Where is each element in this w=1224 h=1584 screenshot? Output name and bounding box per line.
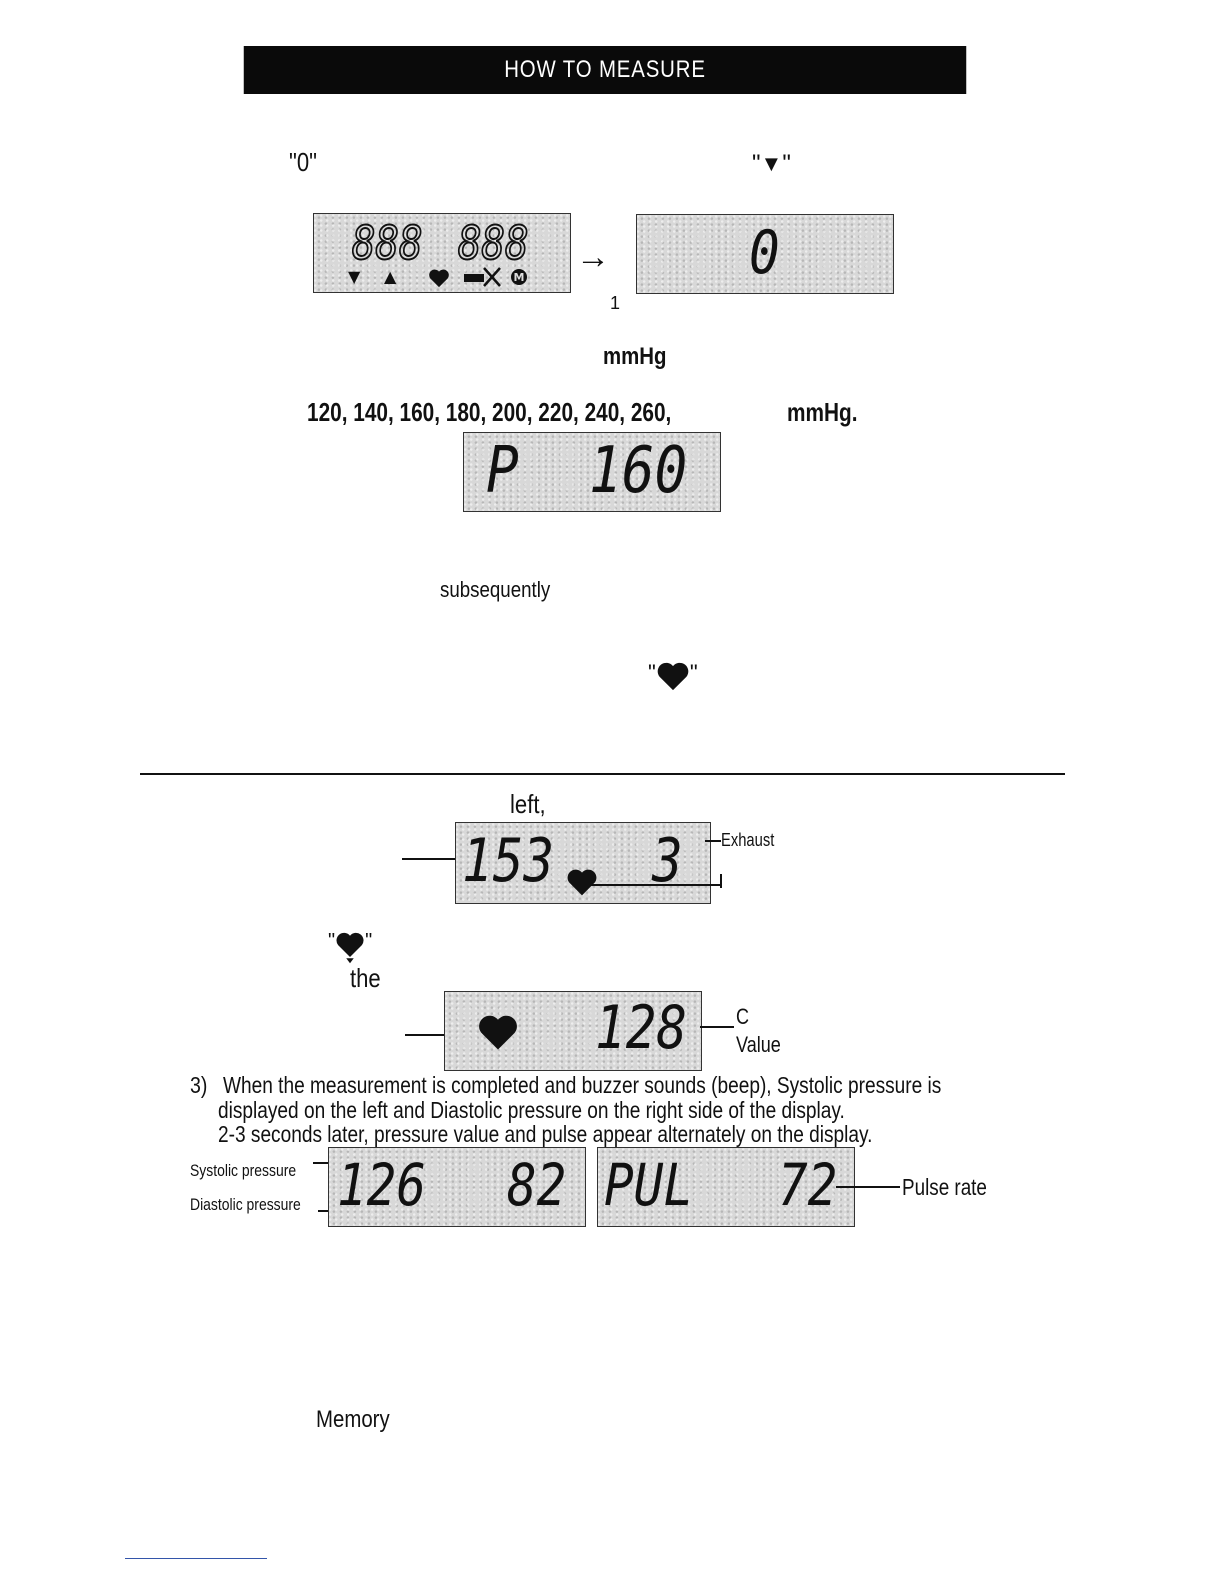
heart-icon <box>567 869 597 896</box>
word-memory: Memory <box>316 1406 390 1433</box>
leader-line <box>405 1034 475 1036</box>
pulse-rate-label: Pulse rate <box>902 1174 987 1200</box>
lcd-pulse-rate-value: 72 <box>778 1151 838 1219</box>
section-divider <box>140 773 1065 775</box>
unit-mmhg: mmHg <box>603 343 667 370</box>
leader-line <box>705 840 721 842</box>
lcd-result: 126 82 <box>328 1147 586 1227</box>
down-triangle-icon: ▼ <box>348 267 361 286</box>
quote-mark: " <box>689 660 698 685</box>
quote-mark: " <box>648 660 656 685</box>
lcd-exhaust-right-value: 3 <box>652 826 683 896</box>
up-triangle-icon: ▲ <box>384 267 397 286</box>
section-header: HOW TO MEASURE <box>243 46 967 94</box>
step3-line1: When the measurement is completed and bu… <box>223 1072 942 1098</box>
lcd-preset-pressure: P 160 <box>463 432 721 512</box>
c-label: C <box>736 1004 750 1029</box>
leader-line <box>402 858 458 860</box>
lcd-zero: 0 <box>636 214 894 294</box>
quote-mark: " <box>782 150 791 177</box>
heart-icon <box>657 662 689 691</box>
quote-mark: " <box>752 150 761 177</box>
footer-rule <box>125 1558 267 1559</box>
lcd-pulse-rate: PUL 72 <box>597 1147 855 1227</box>
step3-line2: displayed on the left and Diastolic pres… <box>218 1097 845 1123</box>
exhaust-label: Exhaust <box>721 830 775 850</box>
heart-quote: " " <box>328 930 372 964</box>
arrow-icon: → <box>576 238 610 276</box>
word-subsequently: subsequently <box>440 577 551 602</box>
down-triangle-icon: ▼ <box>760 151 783 176</box>
unit-mmhg-bottom: mmHg. <box>787 397 858 427</box>
lcd-pulse-value: 128 <box>595 993 688 1063</box>
quote-mark: " <box>328 930 336 952</box>
heart-icon <box>479 1015 517 1050</box>
word-left: left, <box>510 789 546 819</box>
lcd-preset-value: 160 <box>589 434 688 508</box>
lcd-preset-letter: P <box>486 434 519 508</box>
leader-line <box>313 1162 335 1164</box>
lcd-exhaust-left-value: 153 <box>462 826 555 896</box>
leader-line <box>720 874 722 888</box>
memory-icon: M <box>511 269 527 285</box>
heart-icon <box>429 269 449 288</box>
heart-quote: " " <box>648 660 698 692</box>
lcd-left-digits: 888 <box>351 216 423 270</box>
step3-line3: 2-3 seconds later, pressure value and pu… <box>218 1121 873 1147</box>
lcd-systolic-value: 126 <box>337 1151 427 1219</box>
svg-text:M: M <box>514 271 525 284</box>
lcd-zero-value: 0 <box>749 218 780 288</box>
step-number: 3) <box>190 1072 208 1098</box>
heart-icon <box>336 932 364 964</box>
pressure-presets: 120, 140, 160, 180, 200, 220, 240, 260, <box>307 397 672 427</box>
footnote-number: 1 <box>610 293 621 313</box>
leader-line <box>700 1026 734 1028</box>
lcd-diastolic-value: 82 <box>507 1151 567 1219</box>
zero-quote: "0" <box>289 147 317 177</box>
battery-low-icon <box>464 267 501 287</box>
lcd-all-segments: 888 888 ▼ ▲ M <box>313 213 571 293</box>
down-arrow-quote: "▼" <box>752 150 791 178</box>
lcd-pul-letters: PUL <box>604 1151 694 1219</box>
systolic-label: Systolic pressure <box>190 1161 297 1180</box>
lcd-exhaust: 153 3 <box>455 822 711 904</box>
diastolic-label: Diastolic pressure <box>190 1195 301 1214</box>
lcd-pulse-display: 128 <box>444 991 702 1071</box>
lcd-right-digits: 888 <box>457 216 529 270</box>
quote-mark: " <box>365 930 373 952</box>
leader-line <box>590 884 720 886</box>
word-the: the <box>350 963 381 993</box>
leader-line <box>836 1186 900 1188</box>
value-label: Value <box>736 1032 781 1057</box>
